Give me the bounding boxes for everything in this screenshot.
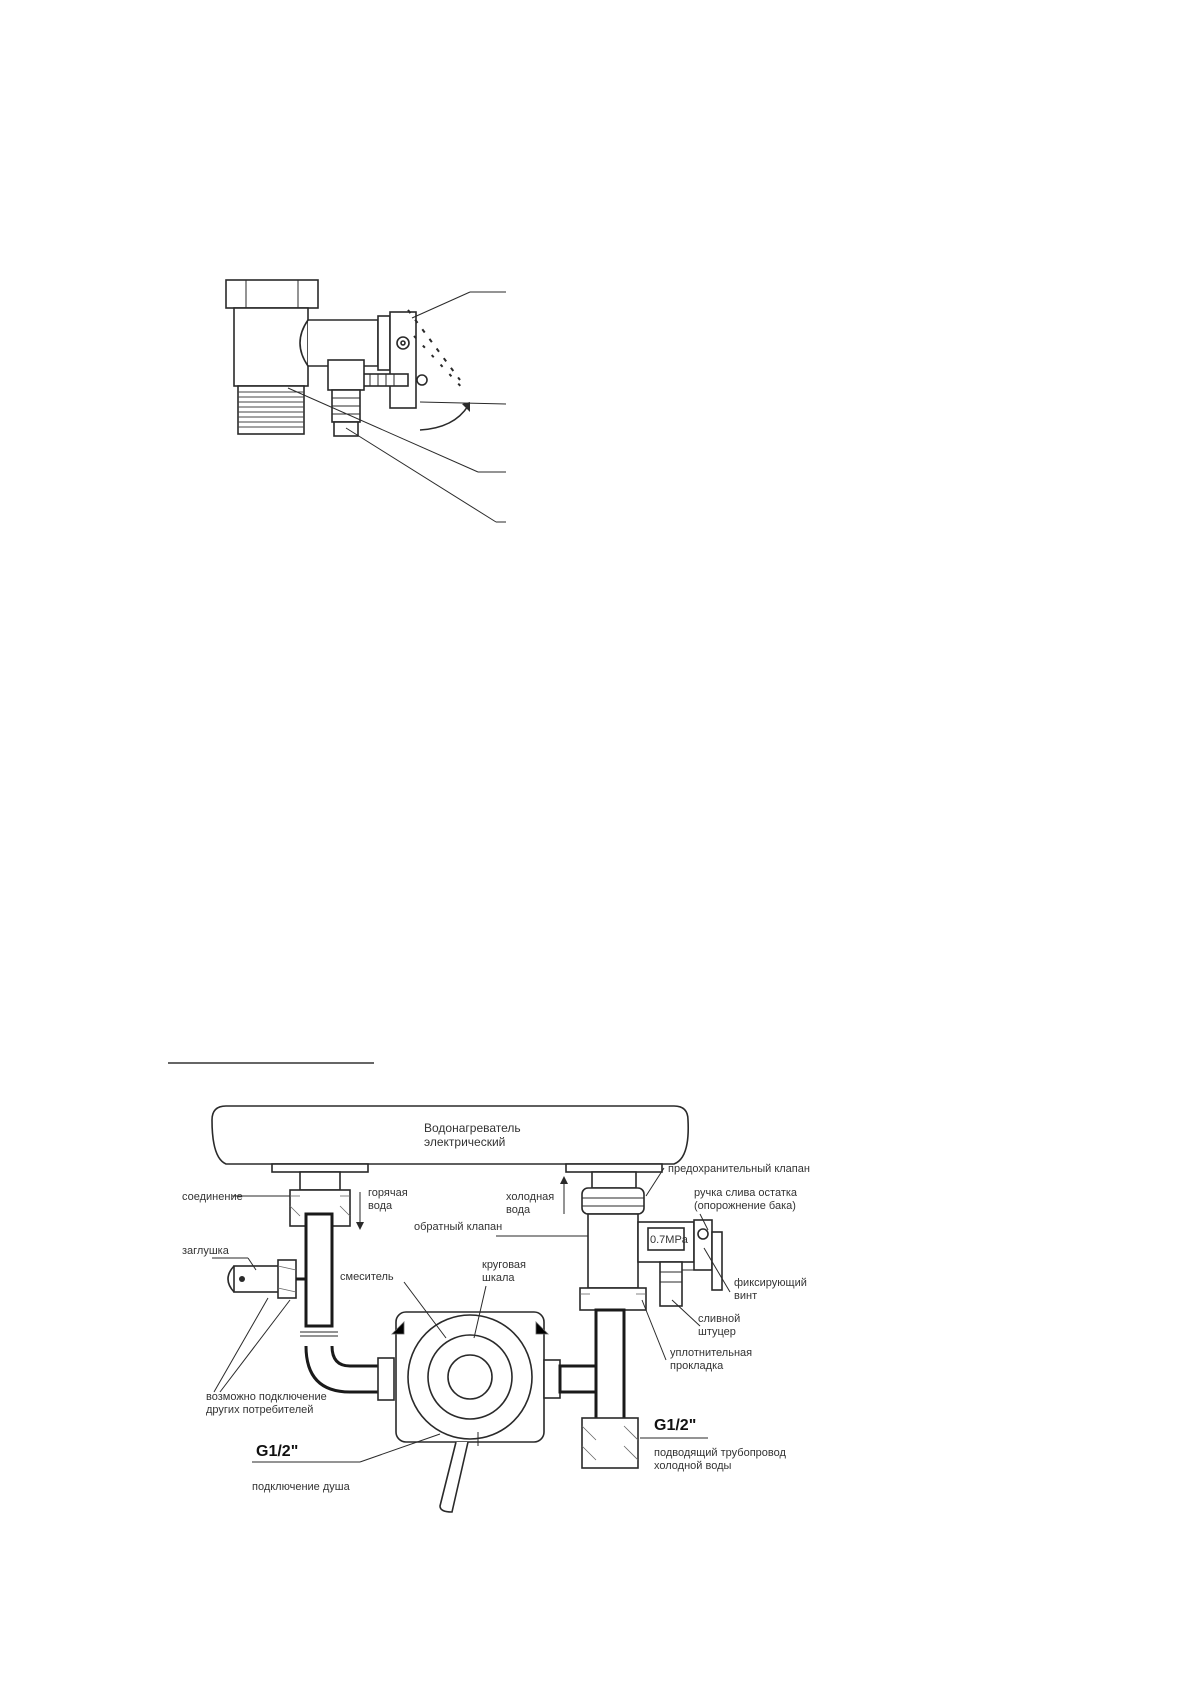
cold-branch-pipe: [558, 1364, 600, 1394]
lever-pivot: [396, 336, 410, 350]
valve-thread: [237, 385, 305, 435]
installation-scheme: Водонагреватель электрический: [182, 1105, 810, 1513]
supply-pipe-label-2: холодной воды: [654, 1460, 731, 1472]
dial-label-1: круговая: [482, 1259, 526, 1271]
shower-spout: [439, 1441, 469, 1513]
safety-valve-drawing: [225, 279, 507, 523]
check-valve-label: обратный клапан: [414, 1221, 502, 1233]
valve-screw: [361, 373, 409, 387]
other-consumers-label-1: возможно подключение: [206, 1391, 327, 1403]
cold-water-label-2: вода: [506, 1204, 531, 1216]
mixer-label: смеситель: [340, 1271, 394, 1283]
supply-fitting: [581, 1417, 639, 1469]
thread-right-label: G1/2": [654, 1417, 696, 1434]
drain-handle-label-1: ручка слива остатка: [694, 1187, 798, 1199]
gasket-label-2: прокладка: [670, 1360, 724, 1372]
safety-valve-label: предохранительный клапан: [668, 1163, 810, 1175]
valve-body: [233, 307, 309, 387]
valve-nut: [225, 279, 319, 309]
drain-fitting-body: [659, 1261, 683, 1307]
heater-label-1: Водонагреватель: [424, 1121, 521, 1135]
supply-pipe-label-1: подводящий трубопровод: [654, 1447, 786, 1459]
pressure-plate: [647, 1227, 685, 1251]
heater-tank: [211, 1105, 690, 1165]
shower-label: подключение душа: [252, 1481, 351, 1493]
drain-spout: [327, 359, 365, 391]
dial-label-2: шкала: [482, 1272, 515, 1284]
gasket-nut: [579, 1287, 647, 1311]
fixing-screw-label-2: винт: [734, 1290, 757, 1302]
drain-handle-label-2: (опорожнение бака): [694, 1200, 796, 1212]
valve-lever: [389, 311, 417, 409]
valve-arm: [308, 319, 379, 367]
hot-water-label-1: горячая: [368, 1187, 408, 1199]
cold-flow-arrow: [560, 1176, 568, 1184]
gasket-label-1: уплотнительная: [670, 1347, 752, 1359]
safety-valve-body: [587, 1213, 639, 1289]
connection-label: соединение: [182, 1191, 243, 1203]
hot-pipe: [304, 1212, 334, 1328]
cold-water-label-1: холодная: [506, 1191, 554, 1203]
hot-water-label-2: вода: [368, 1200, 393, 1212]
rotation-arrow: [419, 405, 469, 431]
fixing-screw-label-1: фиксирующий: [734, 1277, 807, 1289]
mixer-dial: [407, 1314, 533, 1440]
mixer-body: [395, 1311, 545, 1443]
drain-fitting-label-1: сливной: [698, 1313, 740, 1325]
heater-label-2: электрический: [424, 1135, 505, 1149]
pressure-label: 0.7MPa: [650, 1234, 689, 1246]
drain-handle: [693, 1219, 713, 1271]
thread-left-label: G1/2": [256, 1443, 298, 1460]
hot-flow-arrow: [356, 1222, 364, 1230]
check-valve-nut: [581, 1187, 645, 1215]
plug-label: заглушка: [182, 1245, 230, 1257]
mixer-center: [447, 1354, 493, 1400]
plug-nut: [277, 1259, 297, 1299]
other-consumers-label-2: других потребителей: [206, 1404, 313, 1416]
drain-fitting-label-2: штуцер: [698, 1326, 736, 1338]
